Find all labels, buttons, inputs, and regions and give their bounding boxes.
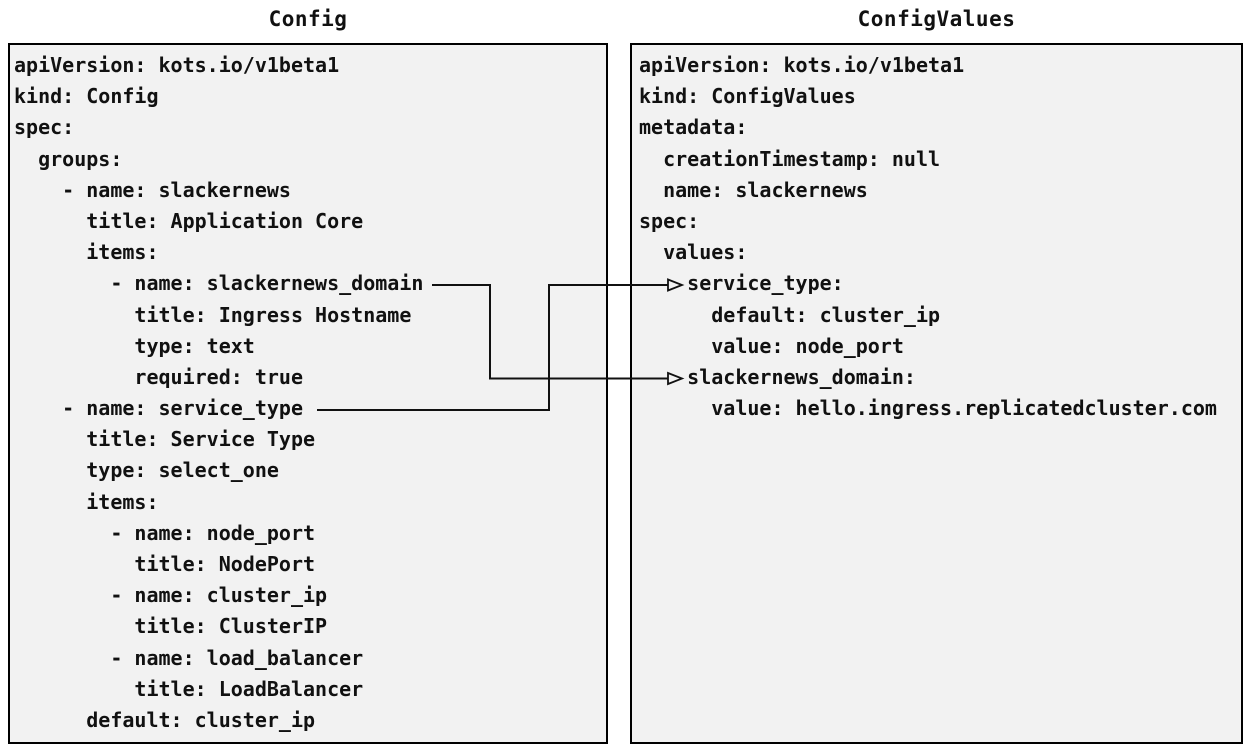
yaml-line: value: hello.ingress.replicatedcluster.c… xyxy=(639,396,1217,421)
yaml-line: kind: ConfigValues xyxy=(639,84,856,109)
yaml-line: name: slackernews xyxy=(639,177,868,202)
yaml-line: type: text xyxy=(14,333,255,358)
yaml-line: items: xyxy=(14,489,159,514)
yaml-line: - name: load_balancer xyxy=(14,645,364,670)
yaml-line: items: xyxy=(14,240,159,265)
configvalues-box-title: ConfigValues xyxy=(857,7,1016,31)
yaml-line: spec: xyxy=(14,115,75,140)
yaml-line: default: cluster_ip xyxy=(639,302,941,327)
yaml-line: values: xyxy=(639,240,748,265)
yaml-line-slackernews-domain-source: - name: slackernews_domain xyxy=(14,271,424,296)
yaml-line: metadata: xyxy=(639,115,748,140)
configvalues-yaml-box: apiVersion: kots.io/v1beta1 kind: Config… xyxy=(630,43,1243,744)
yaml-line: type: select_one xyxy=(14,458,279,483)
yaml-line: title: LoadBalancer xyxy=(14,676,364,701)
yaml-line: apiVersion: kots.io/v1beta1 xyxy=(639,53,965,77)
yaml-line: title: NodePort xyxy=(14,552,316,576)
config-yaml-box: apiVersion: kots.io/v1beta1 kind: Config… xyxy=(8,43,608,744)
yaml-line-slackernews-domain-target: slackernews_domain: xyxy=(639,364,916,389)
yaml-line: creationTimestamp: null xyxy=(639,146,941,171)
yaml-line: value: node_port xyxy=(639,333,904,358)
yaml-line: default: cluster_ip xyxy=(14,707,316,732)
yaml-line: title: ClusterIP xyxy=(14,614,328,639)
yaml-line-service-type-source: - name: service_type xyxy=(14,396,303,421)
yaml-line: title: Service Type xyxy=(14,427,316,452)
yaml-line: spec: xyxy=(639,208,700,233)
yaml-line-service-type-target: service_type: xyxy=(639,271,844,296)
config-box-title: Config xyxy=(268,7,348,31)
yaml-line: - name: slackernews xyxy=(14,177,291,202)
yaml-line: apiVersion: kots.io/v1beta1 xyxy=(14,53,340,77)
yaml-line: groups: xyxy=(14,146,123,171)
yaml-line: title: Application Core xyxy=(14,208,364,233)
yaml-line: - name: node_port xyxy=(14,520,316,545)
yaml-line: required: true xyxy=(14,364,303,389)
yaml-line: - name: cluster_ip xyxy=(14,583,328,608)
yaml-line: kind: Config xyxy=(14,84,159,109)
yaml-line: title: Ingress Hostname xyxy=(14,302,412,327)
